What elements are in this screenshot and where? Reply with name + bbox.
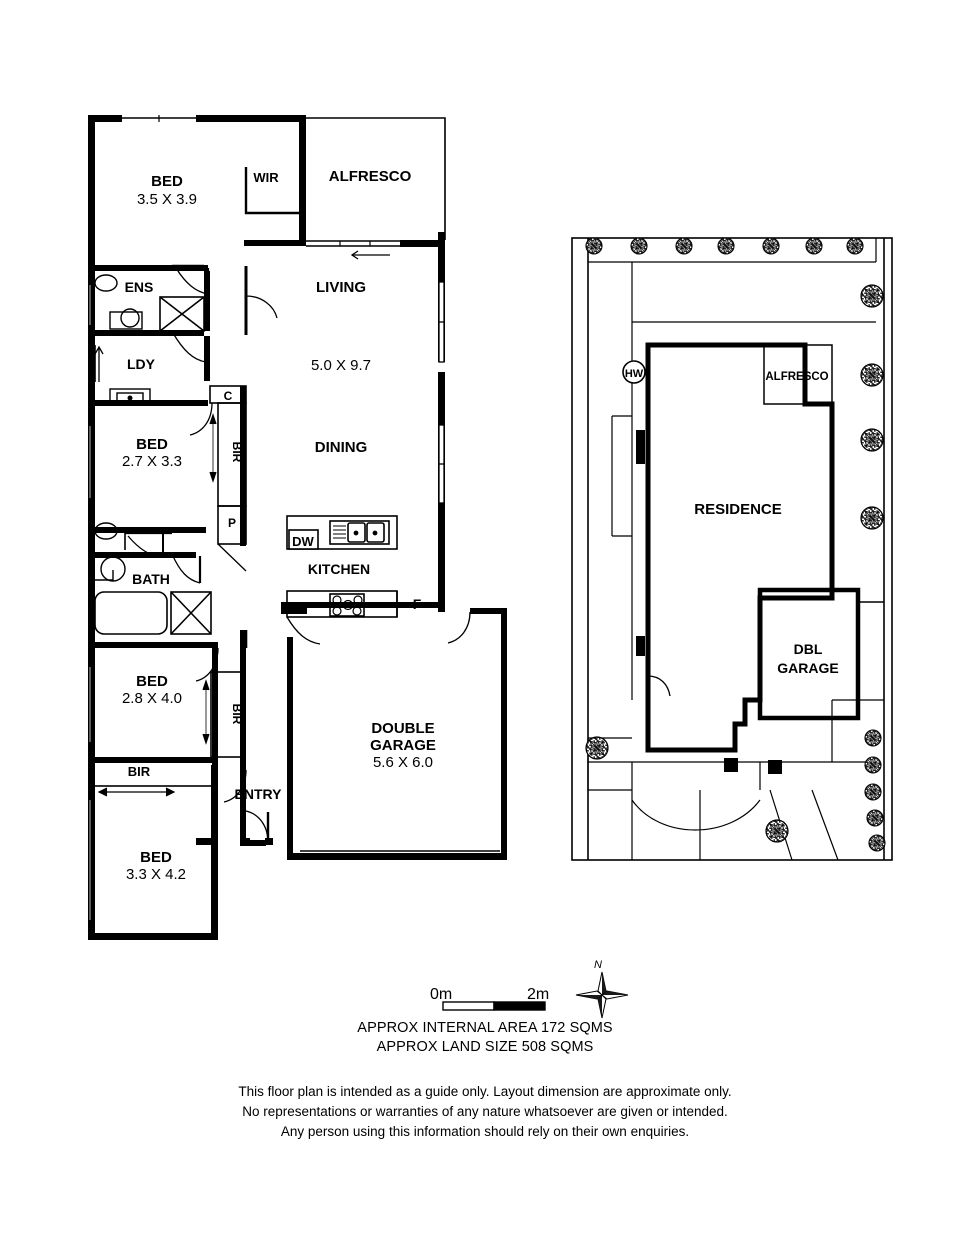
room-label-dishwasher: DW xyxy=(292,534,314,549)
compass-north-label: N xyxy=(594,959,602,971)
site-labels: RESIDENCE ALFRESCO DBL GARAGE xyxy=(694,371,838,676)
scale-end-label: 2m xyxy=(527,986,549,1003)
compass-rose: N xyxy=(575,959,629,1019)
scale-and-compass: 0m 2m N xyxy=(430,959,629,1019)
room-label-ens: ENS xyxy=(125,279,154,295)
disclaimer-line-3: Any person using this information should… xyxy=(280,1124,690,1139)
room-dim-garage: 5.6 X 6.0 xyxy=(373,754,433,771)
hot-water-label: HW xyxy=(625,368,644,380)
room-label-garage-1: DOUBLE xyxy=(371,720,434,737)
scale-start-label: 0m xyxy=(430,986,452,1003)
site-label-garage-2: GARAGE xyxy=(777,660,838,676)
site-label-residence: RESIDENCE xyxy=(694,501,782,518)
room-dim-bed1: 3.5 X 3.9 xyxy=(137,191,197,208)
scale-bar xyxy=(442,1001,546,1011)
room-label-bir2: BIR xyxy=(230,704,244,725)
room-label-living: LIVING xyxy=(316,279,366,296)
room-label-ldy: LDY xyxy=(127,356,156,372)
room-dim-living: 5.0 X 9.7 xyxy=(311,357,371,374)
interior-lines xyxy=(89,115,500,940)
room-label-entry: ENTRY xyxy=(235,786,283,802)
room-label-bed4: BED xyxy=(140,849,172,866)
room-label-cupboard: C xyxy=(224,389,233,403)
site-label-garage-1: DBL xyxy=(794,641,823,657)
room-dim-bed4: 3.3 X 4.2 xyxy=(126,866,186,883)
wall-nubs xyxy=(88,404,273,845)
room-label-fridge: F xyxy=(413,596,422,612)
site-plan-group: HW xyxy=(571,237,893,861)
room-dim-bed3: 2.8 X 4.0 xyxy=(122,690,182,707)
room-label-bed1: BED xyxy=(151,173,183,190)
room-label-wir: WIR xyxy=(253,170,279,185)
room-label-dining: DINING xyxy=(315,439,368,456)
floorplan-group: BED 3.5 X 3.9 WIR ALFRESCO ENS LIVING 5.… xyxy=(88,115,507,940)
room-dim-bed2: 2.7 X 3.3 xyxy=(122,453,182,470)
room-label-garage-2: GARAGE xyxy=(370,737,436,754)
internal-area-text: APPROX INTERNAL AREA 172 SQMS xyxy=(357,1020,613,1036)
hot-water-icon: HW xyxy=(622,360,646,384)
room-labels: BED 3.5 X 3.9 WIR ALFRESCO ENS LIVING 5.… xyxy=(122,168,436,883)
disclaimer-line-1: This floor plan is intended as a guide o… xyxy=(238,1084,732,1099)
land-size-text: APPROX LAND SIZE 508 SQMS xyxy=(376,1039,594,1055)
room-label-bir1: BIR xyxy=(230,442,244,463)
room-label-bir3: BIR xyxy=(128,764,151,779)
room-label-kitchen: KITCHEN xyxy=(308,561,370,577)
room-label-bath: BATH xyxy=(132,571,170,587)
site-label-alfresco: ALFRESCO xyxy=(765,371,828,383)
room-label-pantry: P xyxy=(228,516,236,530)
room-label-bed2: BED xyxy=(136,436,168,453)
disclaimer-line-2: No representations or warranties of any … xyxy=(242,1104,728,1119)
room-label-bed3: BED xyxy=(136,673,168,690)
room-label-alfresco: ALFRESCO xyxy=(329,168,412,185)
